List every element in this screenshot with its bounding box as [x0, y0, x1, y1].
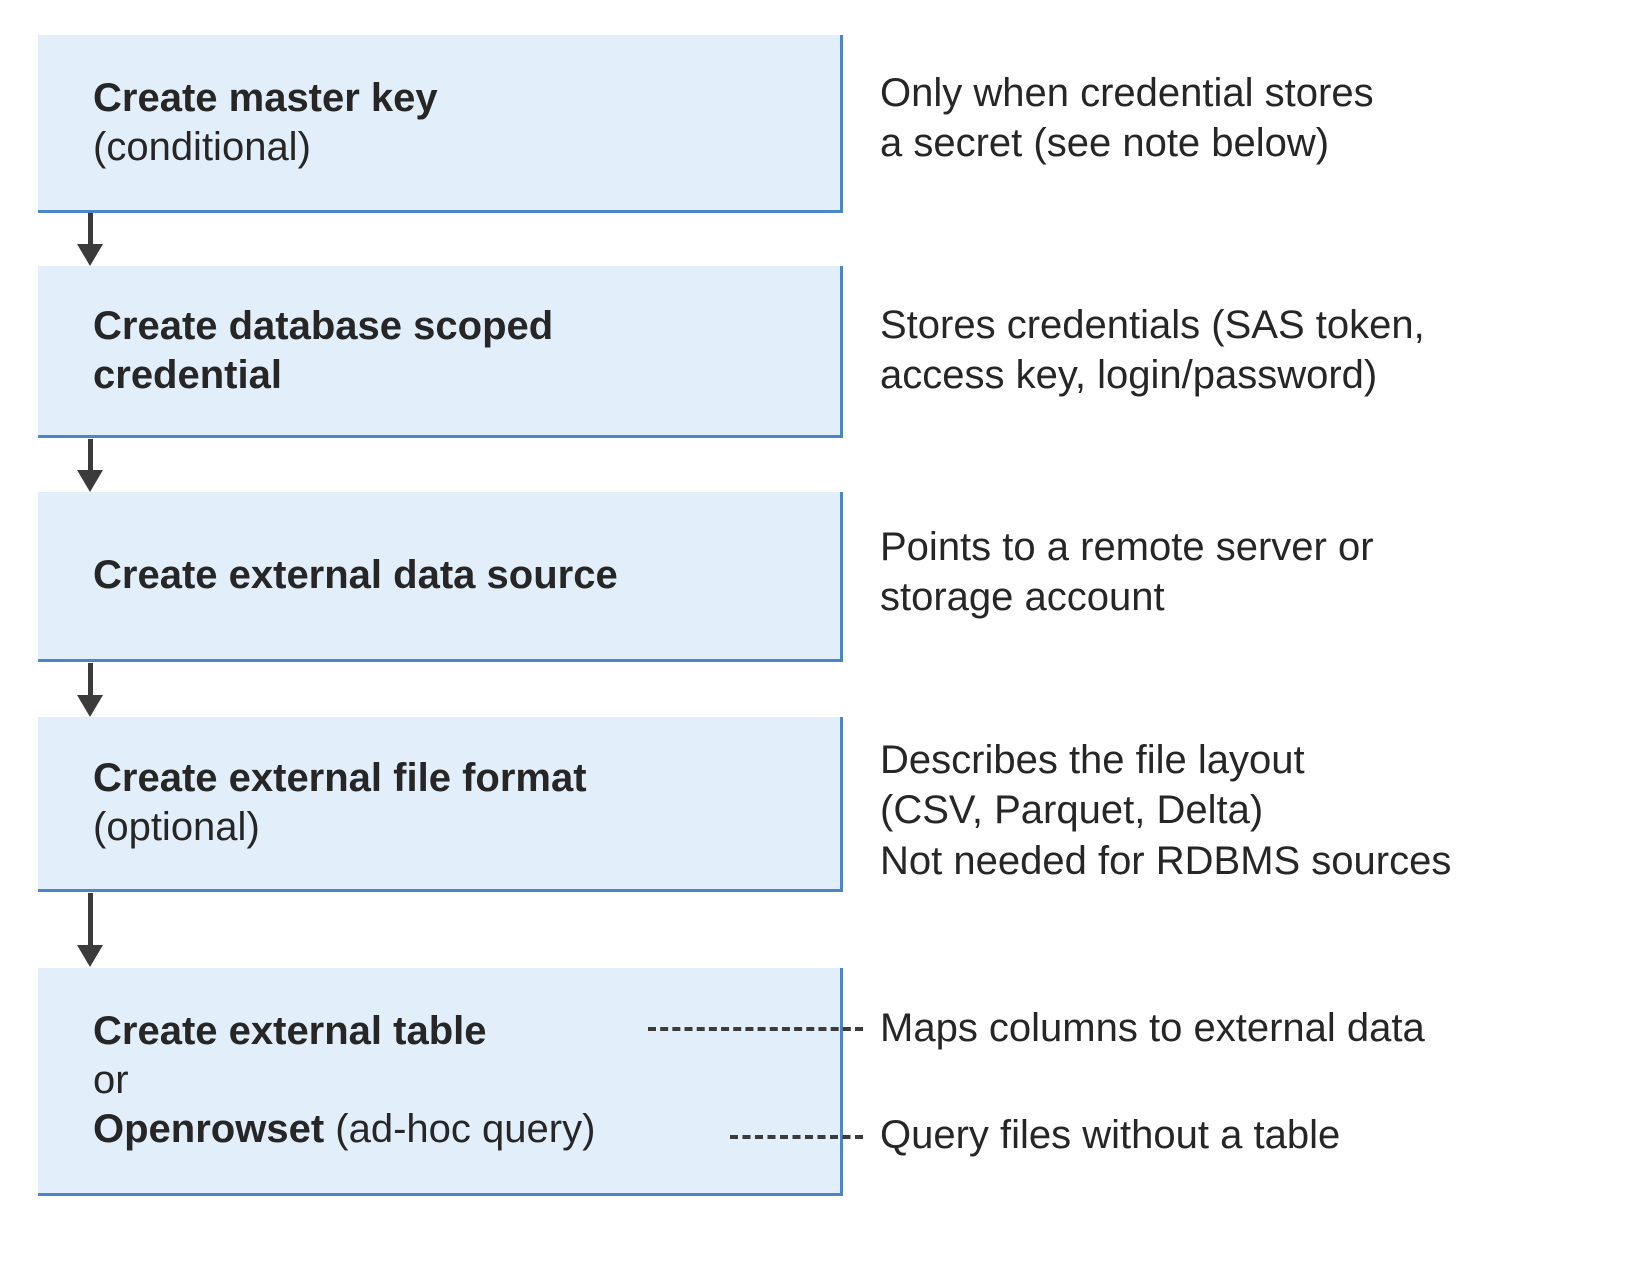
- step-title-line2-credential: credential: [93, 352, 282, 397]
- annotation-line: Only when credential stores: [880, 71, 1374, 115]
- arrow-file-format-to-external-table: [77, 893, 103, 968]
- step-suffix-ad-hoc-query: (ad-hoc query): [324, 1106, 596, 1151]
- annotation-line: Not needed for RDBMS sources: [880, 838, 1452, 883]
- step-title-create-external-data-source: Create external data source: [93, 553, 618, 598]
- step-box-create-external-table-or-openrowset: Create external table or Openrowset (ad-…: [38, 968, 843, 1196]
- step-title-create-external-table: Create external table: [93, 1009, 487, 1054]
- annotation-line: Describes the file layout: [880, 738, 1305, 782]
- annotation-line: Query files without a table: [880, 1113, 1341, 1157]
- annotation-line: Maps columns to external data: [880, 1006, 1425, 1050]
- step-box-create-master-key: Create master key (conditional): [38, 35, 843, 213]
- arrow-head-down-icon: [77, 470, 103, 492]
- step-box-create-external-data-source: Create external data source: [38, 492, 843, 662]
- annotation-openrowset: Query files without a table: [880, 1110, 1340, 1160]
- annotation-create-database-scoped-credential: Stores credentials (SAS token, access ke…: [880, 300, 1425, 401]
- arrow-stem: [88, 663, 93, 697]
- step-title-openrowset: Openrowset: [93, 1106, 325, 1151]
- step-subtitle-conditional: (conditional): [93, 124, 311, 169]
- annotation-line: storage account: [880, 575, 1165, 620]
- step-box-text-group: Create external data source: [38, 551, 840, 600]
- annotation-create-external-table: Maps columns to external data: [880, 1003, 1425, 1053]
- arrow-master-key-to-scoped-credential: [77, 213, 103, 266]
- arrow-stem: [88, 893, 93, 947]
- arrow-scoped-credential-to-data-source: [77, 439, 103, 492]
- annotation-line: (CSV, Parquet, Delta): [880, 788, 1264, 833]
- step-title-create-master-key: Create master key: [93, 75, 438, 120]
- arrow-head-down-icon: [77, 244, 103, 266]
- arrow-head-down-icon: [77, 695, 103, 717]
- annotation-create-external-data-source: Points to a remote server or storage acc…: [880, 522, 1374, 623]
- step-connector-word-or: or: [93, 1058, 129, 1103]
- annotation-line: Points to a remote server or: [880, 525, 1374, 569]
- arrow-head-down-icon: [77, 945, 103, 967]
- dashed-leader-openrowset: [730, 1135, 863, 1139]
- dashed-leader-external-table: [648, 1027, 863, 1031]
- step-box-text-group: Create master key (conditional): [38, 74, 840, 172]
- step-title-line1-create-database-scoped: Create database scoped: [93, 303, 554, 348]
- arrow-stem: [88, 439, 93, 472]
- step-subtitle-optional: (optional): [93, 805, 260, 849]
- annotation-line: Stores credentials (SAS token,: [880, 303, 1425, 347]
- annotation-line: access key, login/password): [880, 353, 1378, 398]
- step-title-create-external-file-format: Create external file format: [93, 756, 587, 801]
- step-box-text-group: Create external file format (optional): [38, 754, 840, 852]
- annotation-line: a secret (see note below): [880, 121, 1330, 166]
- arrow-data-source-to-file-format: [77, 663, 103, 717]
- step-box-text-group: Create external table or Openrowset (ad-…: [38, 1007, 840, 1153]
- step-box-create-database-scoped-credential: Create database scoped credential: [38, 266, 843, 438]
- step-box-text-group: Create database scoped credential: [38, 302, 840, 400]
- step-box-create-external-file-format: Create external file format (optional): [38, 717, 843, 892]
- annotation-create-external-file-format: Describes the file layout (CSV, Parquet,…: [880, 735, 1451, 886]
- arrow-stem: [88, 213, 93, 246]
- annotation-create-master-key: Only when credential stores a secret (se…: [880, 68, 1374, 169]
- step-title-openrowset-row: Openrowset (ad-hoc query): [93, 1105, 824, 1154]
